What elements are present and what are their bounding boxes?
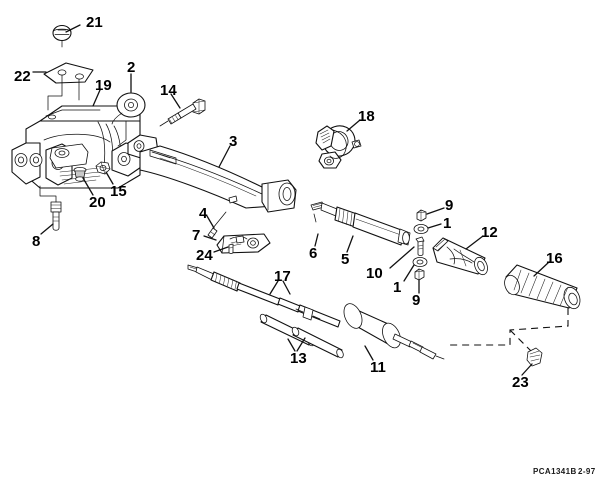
revision-date: 2-97 bbox=[578, 467, 596, 476]
part-12-throttle-cam-sleeve bbox=[432, 237, 488, 276]
callout-12: 12 bbox=[481, 224, 498, 241]
part-22-mounting-plate bbox=[43, 62, 94, 111]
callout-7: 7 bbox=[192, 227, 200, 244]
part-1-flat-washer-upper bbox=[413, 223, 429, 234]
callout-9a: 9 bbox=[445, 197, 453, 214]
callout-1b: 1 bbox=[393, 279, 401, 296]
callout-6: 6 bbox=[309, 245, 317, 262]
part-8-pivot-bolt bbox=[39, 185, 62, 231]
part-3-tiller-arm bbox=[111, 134, 297, 213]
callout-14: 14 bbox=[160, 82, 177, 99]
part-21-cap-nut bbox=[52, 24, 72, 48]
part-18-cable-clamp bbox=[315, 125, 362, 169]
fastener-stack-9-1-10-1-9 bbox=[412, 209, 429, 281]
leader-lines bbox=[32, 24, 550, 376]
part-23-end-cap bbox=[449, 308, 569, 367]
callout-24: 24 bbox=[196, 247, 213, 264]
callout-19: 19 bbox=[95, 77, 112, 94]
callout-10: 10 bbox=[366, 265, 383, 282]
callout-2: 2 bbox=[127, 59, 135, 76]
part-9-hex-nut-upper bbox=[416, 209, 427, 222]
part-20-washer-nut bbox=[73, 166, 87, 182]
part-10-link-pin bbox=[415, 236, 425, 256]
part-13-sleeve-tubes bbox=[259, 313, 344, 359]
part-11-cable-drum bbox=[343, 303, 445, 360]
part-9-hex-nut-lower bbox=[414, 268, 425, 281]
part-14-hex-bolt bbox=[159, 98, 206, 127]
callout-13: 13 bbox=[290, 350, 307, 367]
callout-21: 21 bbox=[86, 14, 103, 31]
callout-17: 17 bbox=[274, 268, 291, 285]
part-16-handle-grip bbox=[504, 264, 581, 310]
part-1-flat-washer-lower bbox=[412, 256, 428, 267]
callout-8: 8 bbox=[32, 233, 40, 250]
part-5-6-throttle-shaft bbox=[310, 201, 411, 246]
callout-16: 16 bbox=[546, 250, 563, 267]
callout-18: 18 bbox=[358, 108, 375, 125]
part-19-tiller-housing bbox=[11, 105, 141, 189]
callout-11: 11 bbox=[370, 359, 386, 376]
footer-block: PCA1341B 2-97 bbox=[533, 467, 596, 476]
callout-1a: 1 bbox=[443, 215, 451, 232]
part-7-cable-anchor-block bbox=[216, 233, 271, 254]
callout-numbers: 21 22 19 2 14 18 3 15 20 8 4 9 1 6 5 10 … bbox=[14, 14, 563, 391]
callout-9b: 9 bbox=[412, 292, 420, 309]
callout-5: 5 bbox=[341, 251, 349, 268]
part-15-lock-nut bbox=[95, 161, 111, 175]
part-4-roll-pin bbox=[207, 211, 227, 239]
part-17-throttle-cable bbox=[187, 264, 341, 328]
drawing-code: PCA1341B bbox=[533, 467, 577, 476]
callout-4: 4 bbox=[199, 205, 208, 222]
callout-23: 23 bbox=[512, 374, 529, 391]
callout-15: 15 bbox=[110, 183, 127, 200]
callout-22: 22 bbox=[14, 68, 31, 85]
part-2-bushing-disc bbox=[111, 92, 146, 125]
callout-3: 3 bbox=[229, 133, 237, 150]
callout-20: 20 bbox=[89, 194, 106, 211]
part-24-anchor-pin bbox=[228, 243, 234, 254]
